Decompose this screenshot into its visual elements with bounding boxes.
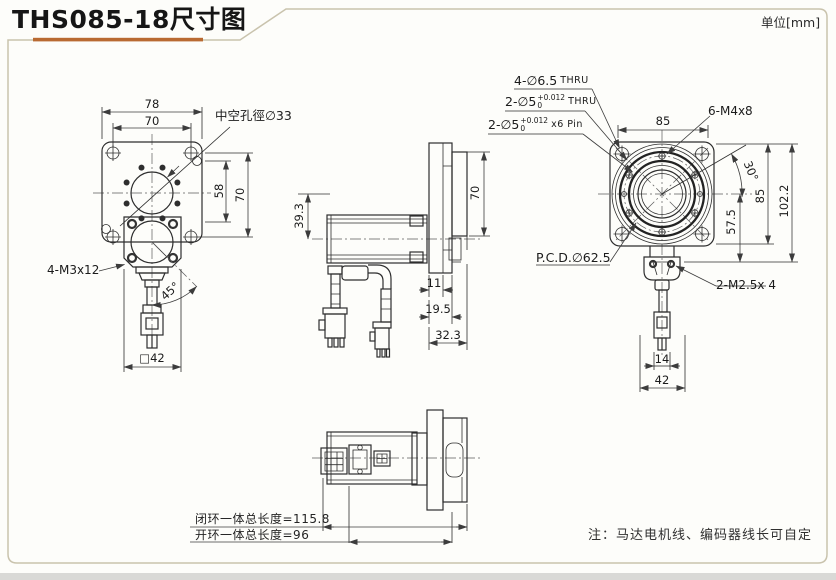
face-tap-holes-label: 6-M4x8: [708, 104, 753, 118]
footnote: 注：马达电机线、编码器线长可自定: [588, 528, 813, 543]
corner-holes-label: 4-∅6.5: [514, 73, 558, 88]
tolerance-stack: +0.012 0: [537, 94, 565, 109]
front-view-linework: [93, 126, 231, 349]
face-dim-width: 85: [655, 113, 671, 128]
face-dim-total-height: 102.2: [776, 184, 791, 218]
front-view-dimensions: [101, 107, 253, 372]
face-bolt-holes: [621, 151, 703, 237]
side-view-dimensions: [298, 151, 490, 350]
bottom-view-linework: [312, 409, 482, 511]
side-dim-flange-step: 19.5: [425, 301, 451, 316]
face-dim-motor-width: 42: [654, 372, 670, 387]
bottom-strip: [0, 573, 836, 580]
front-dim-square-size: □42: [139, 350, 165, 365]
unit-label: 单位[mm]: [761, 15, 821, 30]
face-view-linework: [488, 88, 766, 355]
title-underline: [33, 37, 203, 42]
front-hollow-bore-label: 中空孔徑∅33: [215, 108, 292, 123]
front-dim-pin-span: 58: [211, 183, 226, 199]
face-dim-height: 85: [752, 188, 767, 204]
tolerance-sup2: +0.012: [520, 116, 549, 125]
front-screw-label: 4-M3x12: [47, 263, 100, 277]
front-dim-width-outer: 78: [144, 96, 160, 111]
face-view-dimensions: [617, 125, 798, 392]
tolerance-sup: +0.012: [537, 93, 566, 102]
side-dim-top-to-center: 39.3: [291, 203, 306, 229]
face-dim-center-to-connector: 57.5: [723, 209, 738, 235]
pin-suffix: x6 Pin: [551, 118, 583, 130]
pin-hole-prefix: 2-∅5: [505, 93, 537, 109]
tolerance-stack2: +0.012 0: [520, 117, 548, 132]
tolerance-sub: 0: [537, 100, 543, 110]
face-corner-holes-callout: 4-∅6.5 THRU: [514, 74, 589, 87]
face-pin-callout: 2-∅5 +0.012 0 x6 Pin: [488, 117, 583, 132]
face-connector-screws-label: 2-M2.5x 4: [716, 278, 776, 292]
face-pin-thru-callout: 2-∅5 +0.012 0 THRU: [505, 94, 597, 109]
front-dim-width-inner: 70: [144, 113, 160, 128]
face-dim-connector-width: 14: [654, 351, 670, 366]
side-dim-flange-width: 11: [426, 275, 442, 290]
side-view-linework: [312, 142, 482, 358]
page-frame: [7, 8, 828, 564]
side-dim-total-depth: 32.3: [435, 327, 461, 342]
corner-holes-suffix: THRU: [560, 74, 589, 86]
open-loop-length-label: 开环一体总长度=96: [195, 528, 310, 542]
front-dim-hole-span: 70: [232, 187, 247, 203]
pin-hole-prefix2: 2-∅5: [488, 116, 520, 132]
bottom-view-dimensions: [190, 478, 468, 545]
pin-thru-suffix: THRU: [568, 95, 597, 107]
front-bolt-holes: [123, 164, 181, 222]
side-dim-table-height: 70: [467, 185, 482, 201]
page-title: THS085-18尺寸图: [12, 5, 247, 34]
closed-loop-length-label: 闭环一体总长度=115.8: [195, 512, 330, 526]
face-pcd-label: P.C.D.∅62.5: [536, 250, 611, 265]
tolerance-sub2: 0: [520, 123, 526, 133]
